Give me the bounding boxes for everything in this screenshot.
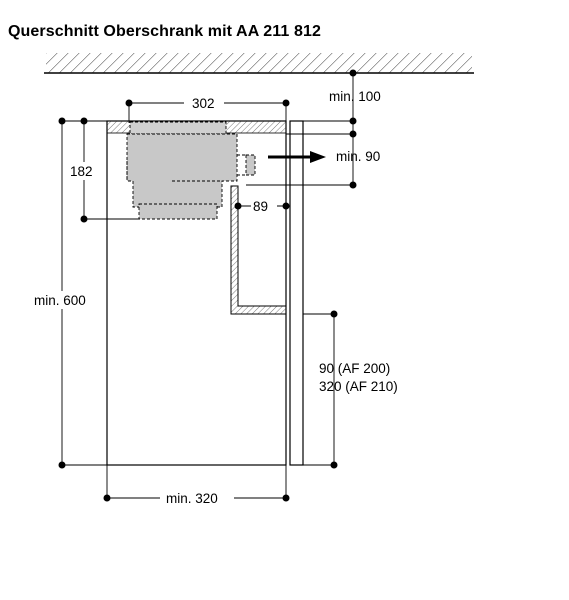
inner-duct-wall xyxy=(230,185,287,315)
extractor-unit xyxy=(126,121,256,220)
airflow-arrow xyxy=(268,151,326,163)
label-af210: 320 (AF 210) xyxy=(319,379,398,394)
label-min-320: min. 320 xyxy=(166,491,218,506)
label-af200: 90 (AF 200) xyxy=(319,361,390,376)
label-182: 182 xyxy=(70,164,93,179)
label-width-302: 302 xyxy=(192,96,215,111)
label-min-600: min. 600 xyxy=(34,293,86,308)
label-min-100: min. 100 xyxy=(329,89,381,104)
label-min-90: min. 90 xyxy=(336,149,380,164)
ceiling xyxy=(44,53,474,74)
label-89: 89 xyxy=(253,199,268,214)
cabinet-door xyxy=(289,120,304,466)
dimension-markers xyxy=(58,69,357,502)
page-title: Querschnitt Oberschrank mit AA 211 812 xyxy=(8,23,321,40)
